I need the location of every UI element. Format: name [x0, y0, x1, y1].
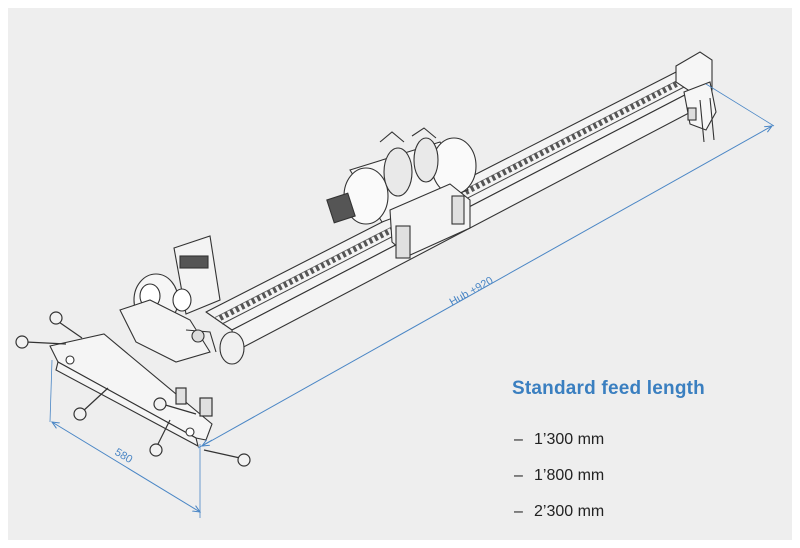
list-dash: – — [514, 467, 523, 484]
feed-length-spec: Standard feed length –1’300 mm –1’800 mm… — [512, 378, 782, 530]
list-dash: – — [514, 503, 523, 520]
list-value: 1’300 mm — [534, 431, 605, 448]
spec-title: Standard feed length — [512, 378, 705, 399]
list-item: –2’300 mm — [512, 494, 782, 530]
rail-end-block — [675, 51, 717, 143]
stroke-dimension-label: Hub +920 — [448, 275, 496, 309]
feed-length-list: –1’300 mm –1’800 mm –2’300 mm — [512, 422, 782, 530]
width-dimension-label: 580 — [112, 446, 134, 466]
list-item: –1’800 mm — [512, 458, 782, 494]
list-value: 2’300 mm — [534, 503, 605, 520]
clamp-head — [119, 235, 245, 365]
list-value: 1’800 mm — [534, 467, 605, 484]
list-dash: – — [514, 431, 523, 448]
list-item: –1’300 mm — [512, 422, 782, 458]
